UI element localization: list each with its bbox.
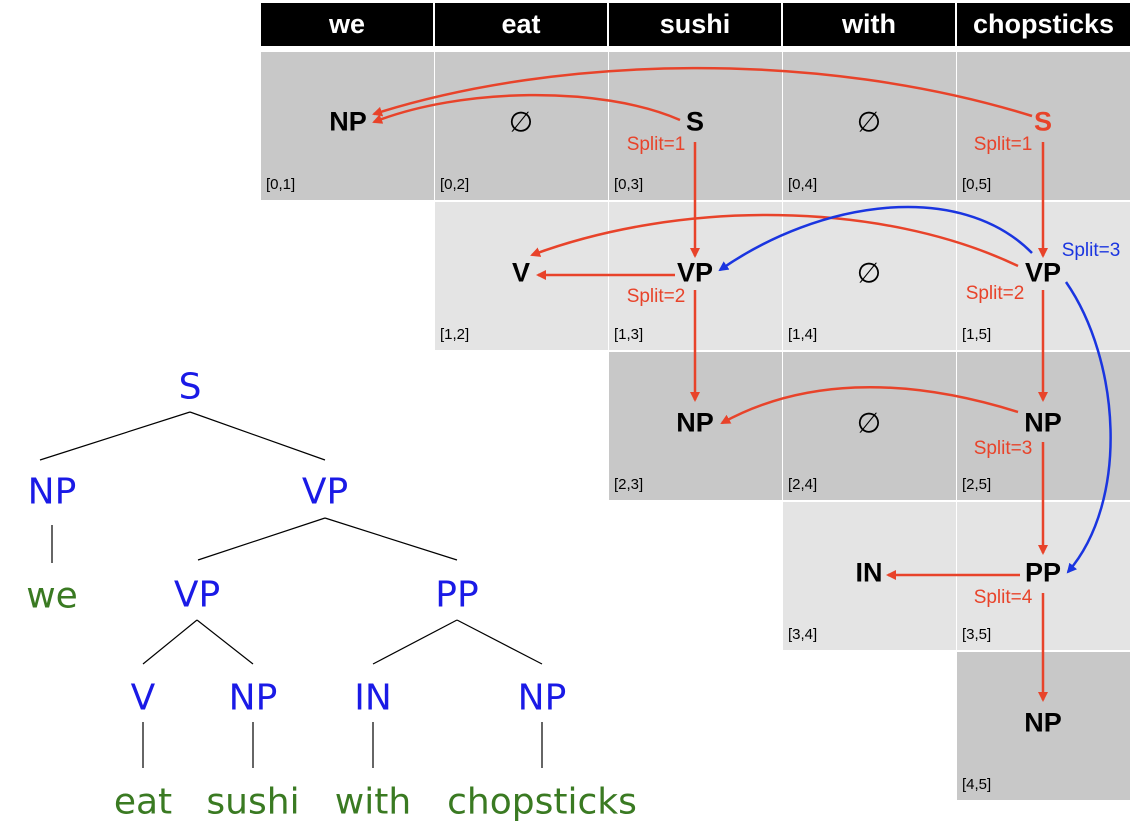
tree-node-s: S bbox=[178, 366, 202, 408]
chart-cell-1-4: [1,4] bbox=[783, 202, 956, 350]
symbol-empty-1-4: ∅ bbox=[856, 256, 882, 290]
tree-node-np-pp: NP bbox=[517, 677, 567, 719]
span-label: [4,5] bbox=[962, 776, 992, 793]
split-label-1-5-alt: Split=3 bbox=[1061, 240, 1121, 261]
span-label: [0,2] bbox=[440, 176, 470, 193]
span-label: [3,5] bbox=[962, 626, 992, 643]
chart-cell-0-2: [0,2] bbox=[435, 52, 608, 200]
tree-leaf-chopsticks: chopsticks bbox=[447, 781, 637, 823]
symbol-empty-0-4: ∅ bbox=[856, 105, 882, 139]
tree-leaf-we: we bbox=[26, 575, 78, 617]
split-label-2-5: Split=3 bbox=[973, 438, 1033, 459]
symbol-np-0-1: NP bbox=[329, 106, 367, 137]
tree-node-vp-inner: VP bbox=[173, 574, 221, 616]
arrow-blue-vp15-to-pp35 bbox=[1064, 281, 1112, 574]
span-label: [0,4] bbox=[788, 176, 818, 193]
span-label: [1,5] bbox=[962, 326, 992, 343]
symbol-in-3-4: IN bbox=[855, 557, 883, 588]
span-label: [0,1] bbox=[266, 176, 296, 193]
symbol-s-0-5: S bbox=[1033, 106, 1053, 137]
span-label: [1,4] bbox=[788, 326, 818, 343]
header-word-eat: eat bbox=[435, 3, 607, 46]
arrow-s05-to-np01 bbox=[372, 66, 1033, 118]
chart-cell-2-4: [2,4] bbox=[783, 352, 956, 500]
tree-node-np-object: NP bbox=[228, 677, 278, 719]
span-label: [0,3] bbox=[614, 176, 644, 193]
tree-node-in: IN bbox=[354, 677, 392, 719]
symbol-np-2-5: NP bbox=[1024, 407, 1062, 438]
span-label: [1,2] bbox=[440, 326, 470, 343]
tree-node-pp: PP bbox=[435, 574, 479, 616]
span-label: [2,3] bbox=[614, 476, 644, 493]
tree-leaf-sushi: sushi bbox=[206, 781, 300, 823]
span-label: [2,4] bbox=[788, 476, 818, 493]
symbol-vp-1-3: VP bbox=[676, 257, 714, 288]
split-label-0-5: Split=1 bbox=[973, 134, 1033, 155]
header-word-with: with bbox=[783, 3, 955, 46]
span-label: [2,5] bbox=[962, 476, 992, 493]
span-label: [0,5] bbox=[962, 176, 992, 193]
split-label-1-5: Split=2 bbox=[965, 283, 1025, 304]
symbol-s-0-3: S bbox=[685, 106, 705, 137]
arrow-blue-vp15-to-vp13 bbox=[718, 205, 1033, 272]
symbol-empty-0-2: ∅ bbox=[508, 105, 534, 139]
symbol-vp-1-5: VP bbox=[1024, 257, 1062, 288]
tree-node-np: NP bbox=[27, 471, 77, 513]
header-word-chopsticks: chopsticks bbox=[957, 3, 1130, 46]
tree-node-vp: VP bbox=[301, 471, 349, 513]
tree-node-v: V bbox=[130, 677, 156, 719]
header-word-sushi: sushi bbox=[609, 3, 781, 46]
split-label-0-3: Split=1 bbox=[626, 134, 686, 155]
span-label: [1,3] bbox=[614, 326, 644, 343]
symbol-empty-2-4: ∅ bbox=[856, 406, 882, 440]
arrow-s03-to-np01 bbox=[372, 93, 681, 124]
chart-cell-0-1: [0,1] bbox=[261, 52, 434, 200]
split-label-1-3: Split=2 bbox=[626, 286, 686, 307]
span-label: [3,4] bbox=[788, 626, 818, 643]
symbol-pp-3-5: PP bbox=[1024, 557, 1062, 588]
symbol-np-2-3: NP bbox=[676, 407, 714, 438]
symbol-np-4-5: NP bbox=[1024, 707, 1062, 738]
header-word-we: we bbox=[261, 3, 433, 46]
tree-leaf-eat: eat bbox=[113, 781, 173, 823]
split-label-3-5: Split=4 bbox=[973, 587, 1033, 608]
arrow-vp15-to-v12 bbox=[530, 213, 1019, 268]
chart-cell-0-4: [0,4] bbox=[783, 52, 956, 200]
arrow-np25-to-np23 bbox=[720, 385, 1019, 425]
symbol-v-1-2: V bbox=[511, 257, 531, 288]
tree-leaf-with: with bbox=[334, 781, 412, 823]
